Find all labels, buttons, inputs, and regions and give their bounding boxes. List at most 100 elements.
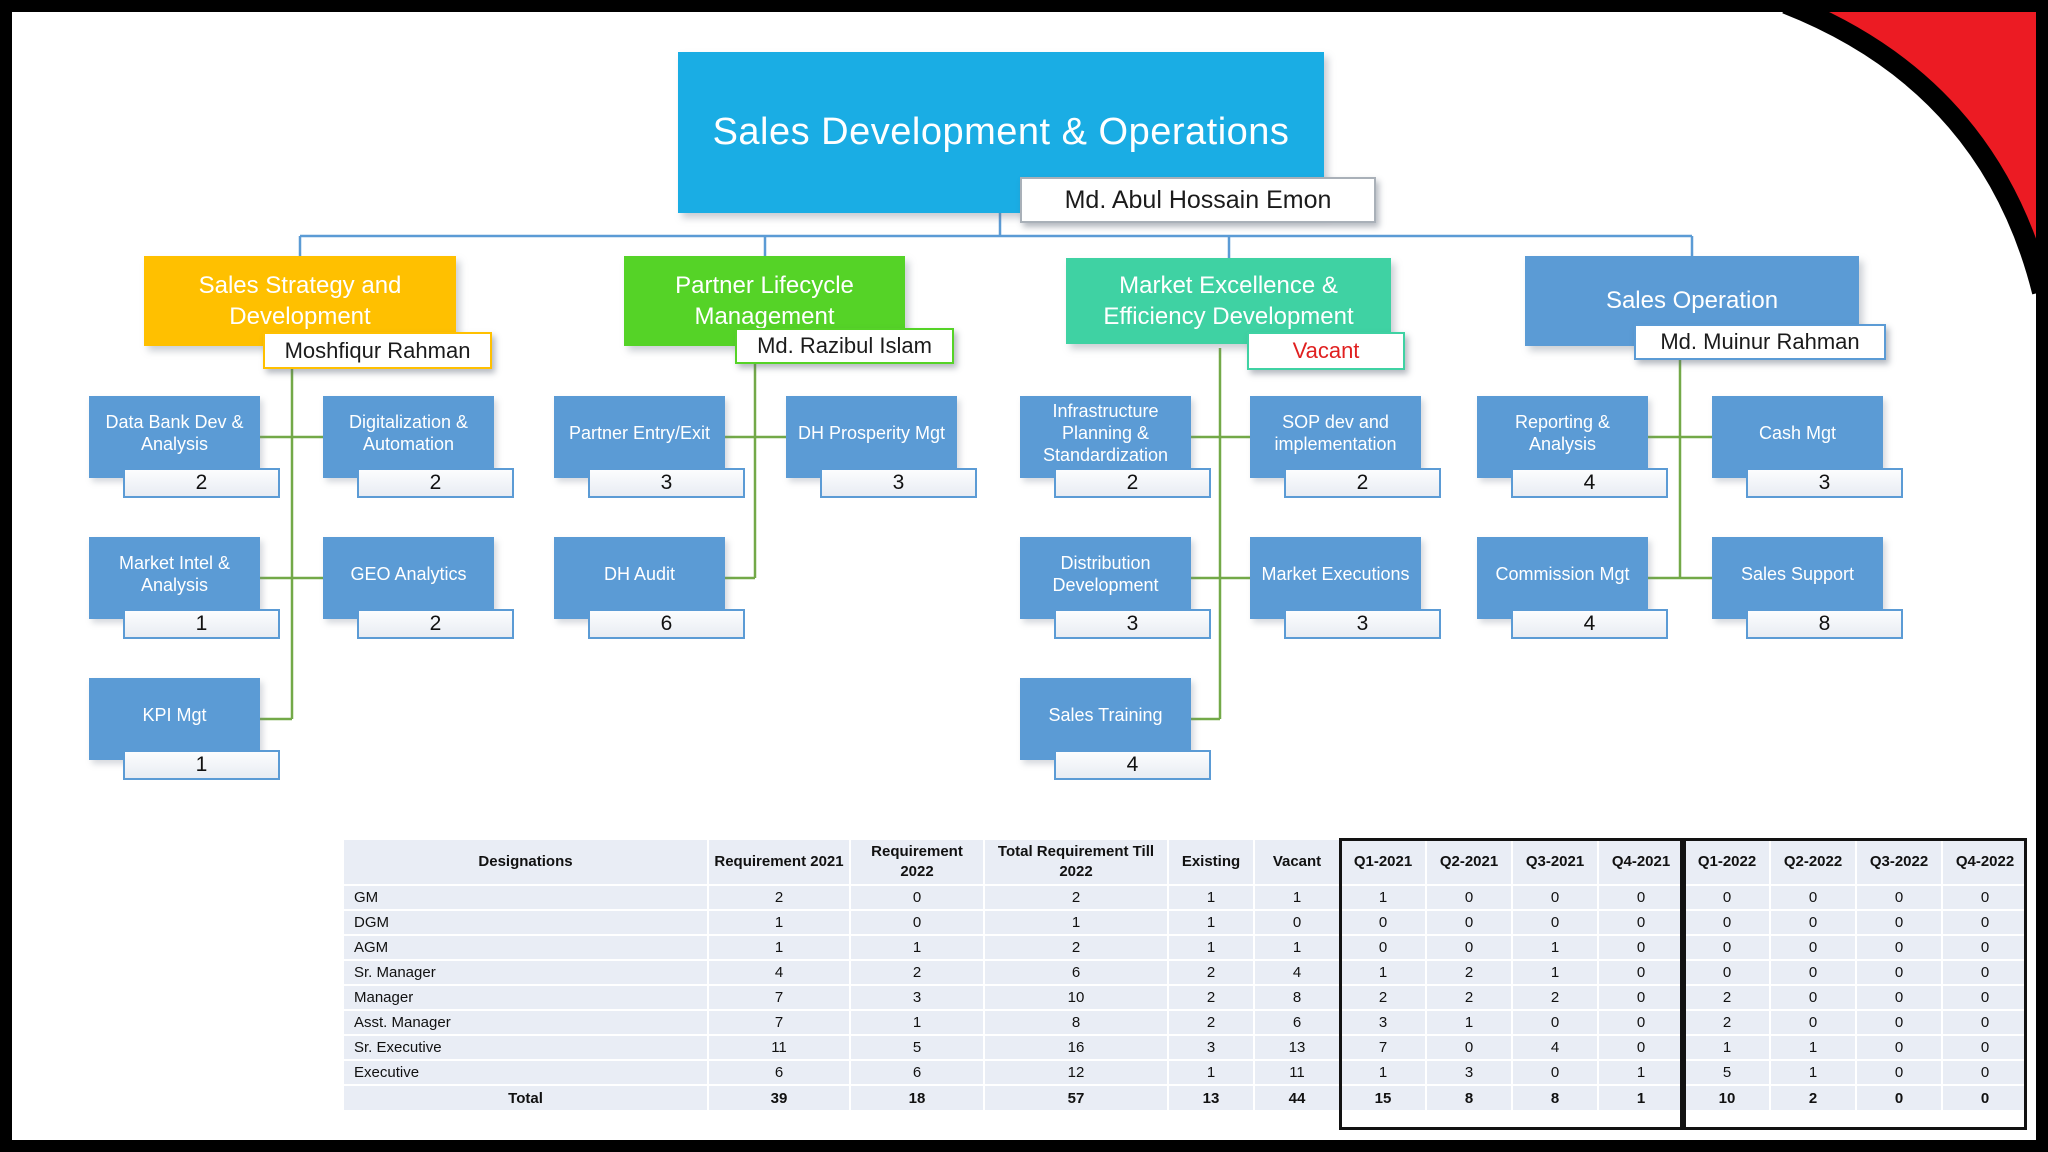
table-cell: 0 [1511, 1059, 1599, 1086]
unit-count: 3 [1126, 612, 1139, 635]
table-header-cell: Designations [342, 838, 709, 886]
unit-label: Partner Entry/Exit [568, 423, 711, 444]
unit-box-dh-prosperity-mgt: DH Prosperity Mgt [786, 396, 957, 478]
table-cell: 0 [1941, 959, 2029, 986]
table-header-cell: Existing [1167, 838, 1255, 886]
unit-box-kpi-mgt: KPI Mgt [89, 678, 260, 760]
unit-count: 8 [1818, 612, 1831, 635]
dept-manager: Md. Razibul Islam [757, 333, 932, 358]
table-cell: 1 [1425, 1009, 1513, 1036]
dept-label: Partner Lifecycle Management [675, 271, 854, 330]
table-cell: 0 [1941, 934, 2029, 961]
table-cell: 0 [1941, 1034, 2029, 1061]
table-cell: 1 [1339, 1059, 1427, 1086]
dept-box-sales-strategy: Sales Strategy and Development [144, 256, 456, 346]
table-cell: 0 [1425, 934, 1513, 961]
total-value-cell: 8 [1511, 1084, 1599, 1112]
table-header-cell: Q2-2021 [1425, 838, 1513, 886]
dept-manager-tag-sales-operation: Md. Muinur Rahman [1634, 324, 1886, 360]
unit-count-badge: 3 [1054, 609, 1211, 639]
table-cell: 13 [1253, 1034, 1341, 1061]
table-cell: 1 [1511, 959, 1599, 986]
table-cell: 0 [1941, 909, 2029, 936]
unit-count: 3 [1356, 612, 1369, 635]
org-root-manager-tag: Md. Abul Hossain Emon [1020, 177, 1376, 223]
unit-label: Commission Mgt [1495, 564, 1630, 585]
unit-label: Data Bank Dev & Analysis [105, 412, 244, 454]
dept-manager-tag-market-excellence: Vacant [1247, 332, 1405, 370]
table-cell: 0 [1425, 909, 1513, 936]
table-cell: 1 [1167, 1059, 1255, 1086]
table-cell: 5 [849, 1034, 985, 1061]
unit-count: 3 [660, 471, 673, 494]
table-cell: 0 [1769, 909, 1857, 936]
unit-count: 2 [1126, 471, 1139, 494]
dept-manager-tag-partner-lifecycle: Md. Razibul Islam [735, 328, 954, 364]
table-cell: 0 [1511, 1009, 1599, 1036]
table-cell: 0 [1769, 1009, 1857, 1036]
table-cell: 6 [849, 1059, 985, 1086]
table-cell: 0 [1941, 1009, 2029, 1036]
total-value-cell: 0 [1941, 1084, 2029, 1112]
table-cell: 4 [707, 959, 851, 986]
unit-count-badge: 2 [1284, 468, 1441, 498]
unit-label: DH Prosperity Mgt [797, 423, 946, 444]
table-cell: 1 [1167, 909, 1255, 936]
unit-box-dh-audit: DH Audit [554, 537, 725, 619]
table-cell: 1 [1167, 934, 1255, 961]
table-header-cell: Q3-2021 [1511, 838, 1599, 886]
unit-count: 4 [1583, 471, 1596, 494]
total-value-cell: 2 [1769, 1084, 1857, 1112]
unit-count: 1 [195, 612, 208, 635]
designation-cell: AGM [342, 934, 709, 961]
table-cell: 1 [707, 934, 851, 961]
unit-box-market-executions: Market Executions [1250, 537, 1421, 619]
table-cell: 0 [1597, 984, 1685, 1011]
table-cell: 0 [1597, 884, 1685, 911]
unit-count: 1 [195, 753, 208, 776]
unit-box-partner-entry-exit: Partner Entry/Exit [554, 396, 725, 478]
table-cell: 1 [1339, 959, 1427, 986]
designation-cell: DGM [342, 909, 709, 936]
dept-manager-tag-sales-strategy: Moshfiqur Rahman [263, 332, 492, 369]
table-cell: 0 [1597, 1034, 1685, 1061]
unit-label: GEO Analytics [350, 564, 467, 585]
table-cell: 6 [707, 1059, 851, 1086]
table-cell: 0 [1855, 1009, 1943, 1036]
org-root-box: Sales Development & Operations [678, 52, 1324, 213]
table-cell: 3 [1339, 1009, 1427, 1036]
unit-box-digitalization-automation: Digitalization & Automation [323, 396, 494, 478]
unit-label: Sales Support [1740, 564, 1855, 585]
unit-count-badge: 4 [1511, 468, 1668, 498]
table-cell: 0 [849, 909, 985, 936]
table-cell: 0 [1769, 884, 1857, 911]
designation-cell: Sr. Manager [342, 959, 709, 986]
table-cell: 1 [1769, 1034, 1857, 1061]
table-cell: 12 [983, 1059, 1169, 1086]
table-cell: 0 [1941, 884, 2029, 911]
total-label-cell: Total [342, 1084, 709, 1112]
table-header-cell: Q2-2022 [1769, 838, 1857, 886]
table-cell: 2 [849, 959, 985, 986]
table-cell: 11 [1253, 1059, 1341, 1086]
table-cell: 2 [1683, 984, 1771, 1011]
table-cell: 2 [1167, 984, 1255, 1011]
unit-box-sales-training: Sales Training [1020, 678, 1191, 760]
table-cell: 7 [707, 984, 851, 1011]
unit-label: Infrastructure Planning & Standardizatio… [1042, 401, 1169, 465]
table-cell: 1 [1683, 1034, 1771, 1061]
total-value-cell: 13 [1167, 1084, 1255, 1112]
table-cell: 0 [1941, 1059, 2029, 1086]
table-header-cell: Requirement 2022 [849, 838, 985, 886]
unit-count: 2 [429, 612, 442, 635]
table-cell: 0 [1855, 934, 1943, 961]
